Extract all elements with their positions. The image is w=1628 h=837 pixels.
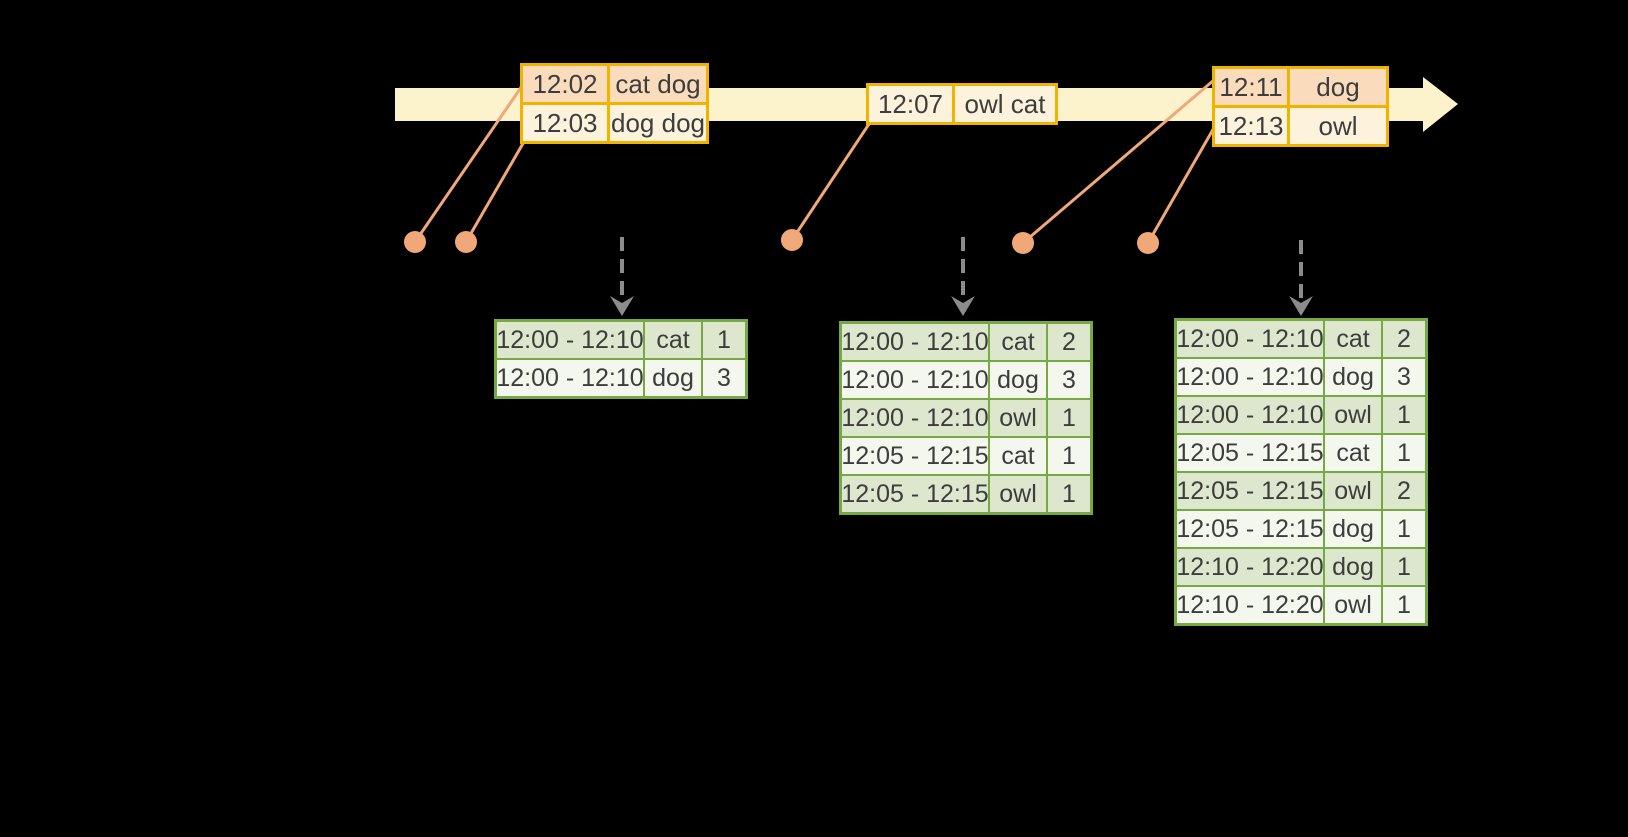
- result-table-3: 12:00 - 12:10 cat 2 12:00 - 12:10 dog 3 …: [1174, 318, 1428, 626]
- timeline-arrowhead-icon: [1423, 77, 1458, 132]
- result-row: 12:00 - 12:10 cat 1: [496, 322, 745, 358]
- window-cell: 12:00 - 12:10: [1176, 397, 1324, 433]
- window-cell: 12:05 - 12:15: [1176, 435, 1324, 471]
- window-cell: 12:00 - 12:10: [841, 400, 989, 436]
- event-dot: [1137, 232, 1159, 254]
- event-row: 12:03 dog dog: [523, 105, 706, 141]
- result-row: 12:00 - 12:10 cat 2: [1176, 321, 1425, 357]
- event-row: 12:11 dog: [1215, 69, 1386, 105]
- result-row: 12:05 - 12:15 owl 1: [841, 476, 1090, 512]
- result-table-1: 12:00 - 12:10 cat 1 12:00 - 12:10 dog 3: [494, 319, 748, 399]
- word-cell: cat: [990, 324, 1046, 360]
- result-row: 12:05 - 12:15 owl 2: [1176, 473, 1425, 509]
- word-cell: owl: [990, 400, 1046, 436]
- count-cell: 1: [1383, 549, 1425, 585]
- count-cell: 1: [1383, 587, 1425, 623]
- window-cell: 12:00 - 12:10: [1176, 321, 1324, 357]
- window-cell: 12:05 - 12:15: [1176, 473, 1324, 509]
- word-cell: dog: [1325, 511, 1381, 547]
- word-cell: dog: [1325, 359, 1381, 395]
- event-words-cell: dog: [1290, 69, 1386, 105]
- event-line: [790, 123, 871, 241]
- word-cell: cat: [1325, 321, 1381, 357]
- event-line: [1022, 78, 1215, 245]
- result-row: 12:00 - 12:10 owl 1: [841, 400, 1090, 436]
- word-cell: dog: [1325, 549, 1381, 585]
- event-words-cell: cat dog: [610, 66, 706, 102]
- window-cell: 12:00 - 12:10: [496, 360, 644, 396]
- count-cell: 2: [1383, 321, 1425, 357]
- word-cell: dog: [990, 362, 1046, 398]
- word-cell: cat: [1325, 435, 1381, 471]
- trigger-arrowhead-icon: [1289, 296, 1313, 316]
- event-words-cell: dog dog: [610, 105, 706, 141]
- result-row: 12:05 - 12:15 dog 1: [1176, 511, 1425, 547]
- word-cell: owl: [990, 476, 1046, 512]
- result-row: 12:10 - 12:20 owl 1: [1176, 587, 1425, 623]
- count-cell: 1: [703, 322, 745, 358]
- count-cell: 1: [1048, 438, 1090, 474]
- result-row: 12:05 - 12:15 cat 1: [1176, 435, 1425, 471]
- window-cell: 12:05 - 12:15: [841, 438, 989, 474]
- event-table-3: 12:11 dog 12:13 owl: [1212, 66, 1389, 147]
- event-row: 12:13 owl: [1215, 108, 1386, 144]
- window-cell: 12:00 - 12:10: [841, 362, 989, 398]
- event-words-cell: owl: [1290, 108, 1386, 144]
- event-time-cell: 12:07: [869, 86, 952, 122]
- event-dot: [455, 231, 477, 253]
- event-line: [464, 139, 527, 243]
- window-cell: 12:00 - 12:10: [496, 322, 644, 358]
- result-row: 12:10 - 12:20 dog 1: [1176, 549, 1425, 585]
- word-cell: owl: [1325, 397, 1381, 433]
- count-cell: 2: [1048, 324, 1090, 360]
- result-row: 12:05 - 12:15 cat 1: [841, 438, 1090, 474]
- window-cell: 12:10 - 12:20: [1176, 549, 1324, 585]
- result-row: 12:00 - 12:10 dog 3: [496, 360, 745, 396]
- count-cell: 1: [1048, 400, 1090, 436]
- window-cell: 12:05 - 12:15: [1176, 511, 1324, 547]
- window-cell: 12:05 - 12:15: [841, 476, 989, 512]
- trigger-arrowhead-icon: [610, 296, 634, 316]
- result-row: 12:00 - 12:10 owl 1: [1176, 397, 1425, 433]
- event-row: 12:02 cat dog: [523, 66, 706, 102]
- count-cell: 1: [1383, 397, 1425, 433]
- event-time-cell: 12:13: [1215, 108, 1287, 144]
- window-cell: 12:00 - 12:10: [841, 324, 989, 360]
- count-cell: 3: [1383, 359, 1425, 395]
- result-row: 12:00 - 12:10 dog 3: [1176, 359, 1425, 395]
- word-cell: cat: [645, 322, 701, 358]
- result-table-2: 12:00 - 12:10 cat 2 12:00 - 12:10 dog 3 …: [839, 321, 1093, 515]
- word-cell: dog: [645, 360, 701, 396]
- event-time-cell: 12:03: [523, 105, 607, 141]
- event-dot: [1012, 232, 1034, 254]
- trigger-arrowhead-icon: [951, 296, 975, 316]
- word-cell: cat: [990, 438, 1046, 474]
- count-cell: 3: [1048, 362, 1090, 398]
- window-cell: 12:10 - 12:20: [1176, 587, 1324, 623]
- window-cell: 12:00 - 12:10: [1176, 359, 1324, 395]
- event-words-cell: owl cat: [955, 86, 1055, 122]
- event-time-cell: 12:02: [523, 66, 607, 102]
- event-line: [1146, 125, 1217, 244]
- count-cell: 1: [1383, 435, 1425, 471]
- event-table-2: 12:07 owl cat: [866, 83, 1058, 125]
- event-table-1: 12:02 cat dog 12:03 dog dog: [520, 63, 709, 144]
- result-row: 12:00 - 12:10 dog 3: [841, 362, 1090, 398]
- count-cell: 3: [703, 360, 745, 396]
- event-time-cell: 12:11: [1215, 69, 1287, 105]
- word-cell: owl: [1325, 587, 1381, 623]
- word-cell: owl: [1325, 473, 1381, 509]
- event-dot: [404, 231, 426, 253]
- event-line: [413, 85, 524, 243]
- event-row: 12:07 owl cat: [869, 86, 1055, 122]
- event-dot: [781, 229, 803, 251]
- count-cell: 1: [1048, 476, 1090, 512]
- count-cell: 2: [1383, 473, 1425, 509]
- result-row: 12:00 - 12:10 cat 2: [841, 324, 1090, 360]
- count-cell: 1: [1383, 511, 1425, 547]
